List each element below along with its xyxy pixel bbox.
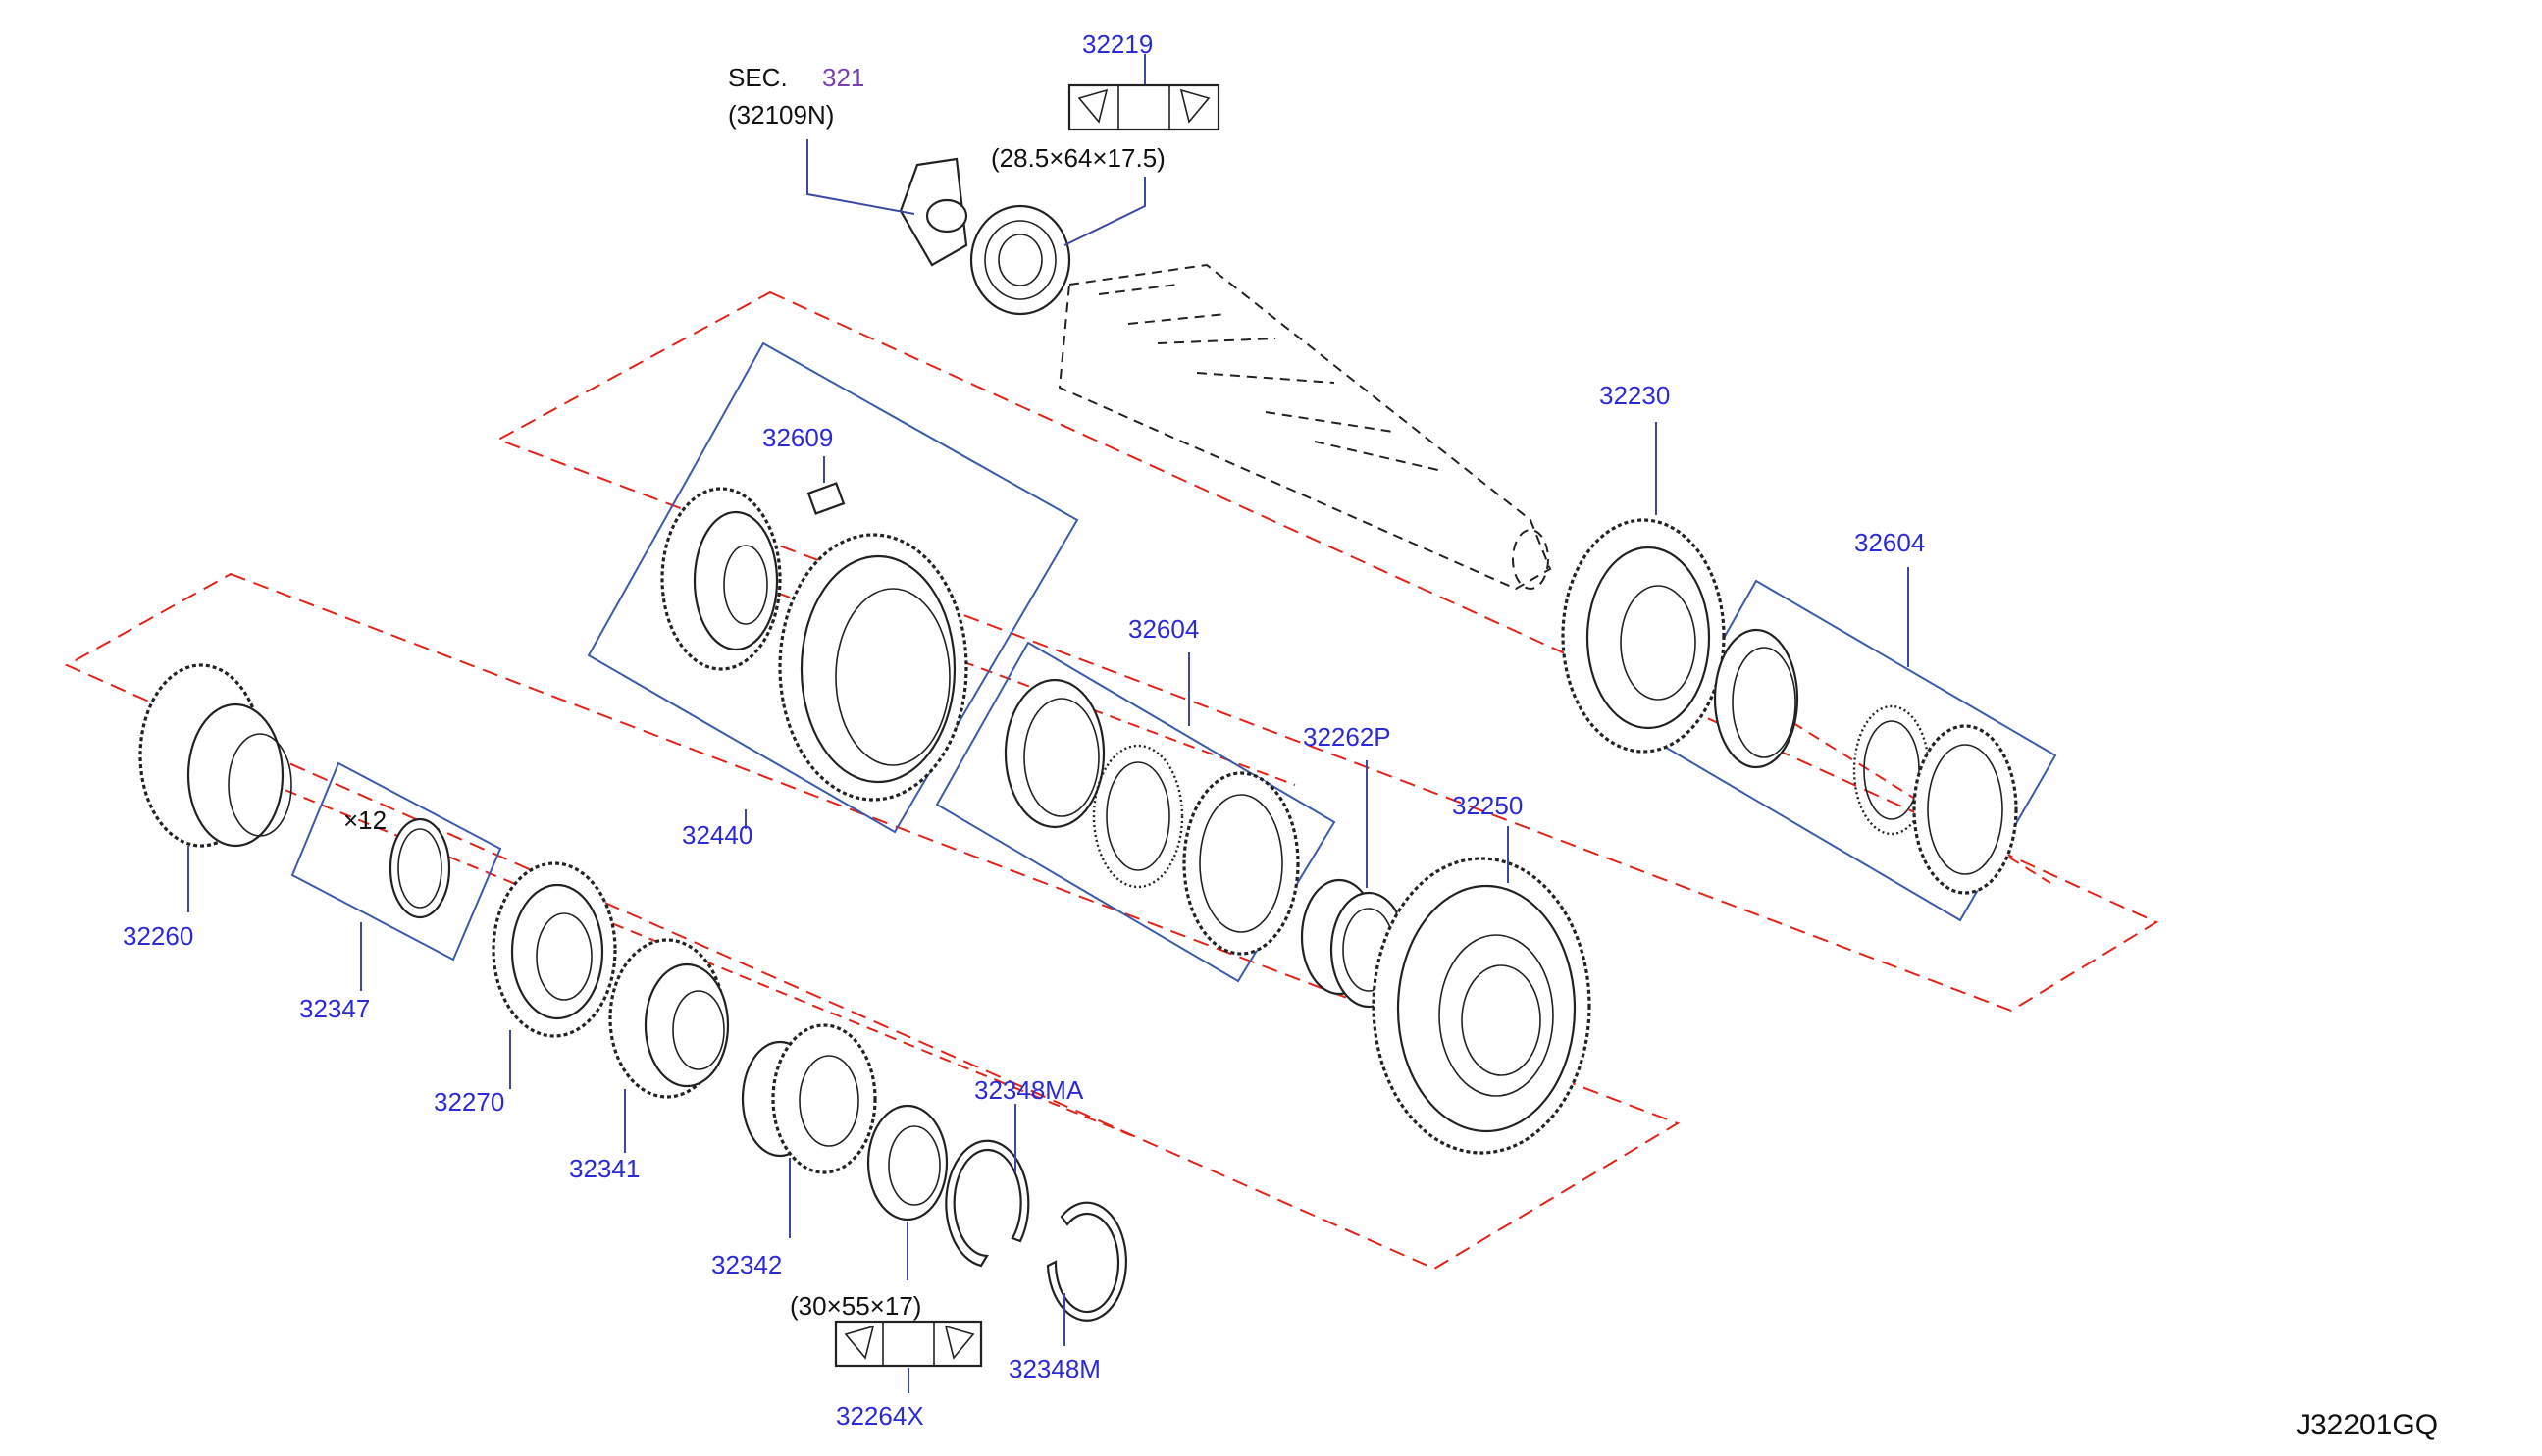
synchro-set-32604-mid: [1004, 678, 1300, 956]
synchro-set-32604-right: [1713, 628, 2018, 895]
leader-lines: [187, 54, 1909, 1393]
label-32604-mid[interactable]: 32604: [1128, 614, 1199, 644]
ring-32347: [389, 817, 451, 919]
gear-32250: [1372, 857, 1591, 1155]
label-32604-right[interactable]: 32604: [1854, 528, 1925, 557]
label-32440[interactable]: 32440: [682, 820, 752, 850]
snap-ring-32348M: [1046, 1201, 1127, 1322]
bearing-symbol-32264X: [834, 1320, 983, 1368]
snap-ring-32348MA: [945, 1139, 1030, 1268]
label-32250[interactable]: 32250: [1452, 791, 1523, 820]
mainshaft-phantom: [1058, 263, 1552, 591]
synchro-hub-32440: [660, 482, 846, 671]
label-32264X[interactable]: 32264X: [836, 1401, 924, 1430]
sec-321-flange: [899, 157, 968, 267]
bearing-32264X: [866, 1104, 949, 1222]
label-32270[interactable]: 32270: [434, 1087, 504, 1117]
label-32260[interactable]: 32260: [123, 921, 193, 951]
label-qty-x12: ×12: [343, 806, 387, 835]
bearing-32219: [969, 204, 1071, 316]
label-bearing-bottom-size: (30×55×17): [790, 1291, 921, 1321]
diagram-id: J32201GQ: [2296, 1409, 2438, 1441]
label-32347[interactable]: 32347: [299, 994, 370, 1023]
gear-32341: [608, 938, 730, 1099]
group-box-32347: [290, 761, 502, 962]
sec-prefix: SEC.: [728, 63, 788, 92]
sec-number[interactable]: 321: [822, 63, 864, 92]
label-32342[interactable]: 32342: [711, 1250, 782, 1279]
label-32609[interactable]: 32609: [762, 423, 833, 452]
bearing-symbol-glyphs: [844, 85, 1211, 1366]
sec-ref: (32109N): [728, 100, 834, 130]
gear-32260: [138, 663, 292, 848]
gear-32342: [741, 1023, 877, 1174]
bearing-symbol-32219: [1067, 83, 1220, 131]
coupling-sleeve-32440: [778, 533, 968, 802]
label-32219[interactable]: 32219: [1082, 29, 1153, 59]
label-32262P[interactable]: 32262P: [1303, 722, 1391, 752]
label-32348M[interactable]: 32348M: [1009, 1354, 1101, 1383]
assembly-outline-lower: [64, 572, 1681, 1271]
group-box-32604-mid: [935, 641, 1336, 983]
gear-32270: [492, 861, 617, 1038]
label-32348MA[interactable]: 32348MA: [974, 1075, 1084, 1105]
gear-32230: [1561, 518, 1726, 754]
label-bearing-top-size: (28.5×64×17.5): [991, 143, 1166, 173]
label-32341[interactable]: 32341: [569, 1154, 640, 1183]
group-box-32440: [587, 341, 1079, 834]
label-32230[interactable]: 32230: [1599, 381, 1670, 410]
